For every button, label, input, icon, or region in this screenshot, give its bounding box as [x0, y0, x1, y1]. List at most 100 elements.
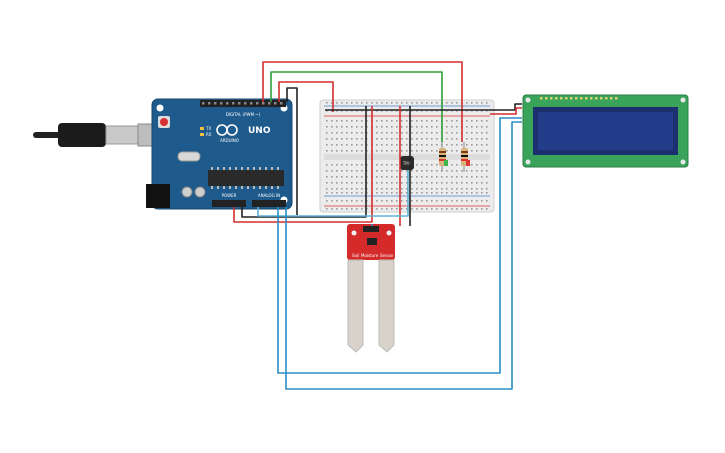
- wire-red-5v[interactable]: [233, 106, 373, 223]
- breadboard-hole: [436, 126, 438, 128]
- lcd-display-area: [538, 112, 673, 150]
- breadboard-hole: [381, 208, 383, 210]
- wires[interactable]: [233, 61, 522, 390]
- breadboard-hole: [426, 132, 428, 134]
- breadboard-hole: [341, 102, 343, 104]
- breadboard-hole: [456, 120, 458, 122]
- digital-header-label: DIGITAL (PWM ~): [226, 112, 261, 117]
- breadboard-hole: [426, 176, 428, 178]
- breadboard-hole: [356, 120, 358, 122]
- breadboard-hole: [331, 110, 333, 112]
- breadboard-hole: [456, 164, 458, 166]
- breadboard-hole: [466, 120, 468, 122]
- breadboard-hole: [356, 138, 358, 140]
- header-pin: [274, 102, 277, 105]
- lcd-pin: [605, 97, 608, 100]
- breadboard-hole: [326, 110, 328, 112]
- resistor-2[interactable]: [461, 142, 470, 172]
- breadboard-hole: [366, 102, 368, 104]
- lcd-pin: [560, 97, 563, 100]
- breadboard-hole: [351, 208, 353, 210]
- breadboard-hole: [421, 144, 423, 146]
- breadboard-hole: [461, 188, 463, 190]
- breadboard-hole: [471, 144, 473, 146]
- lcd-module[interactable]: GND VCC SDA SCL: [512, 94, 689, 168]
- breadboard-hole: [326, 144, 328, 146]
- breadboard-hole: [381, 200, 383, 202]
- breadboard-hole: [356, 192, 358, 194]
- breadboard-hole: [381, 138, 383, 140]
- digital-header[interactable]: [200, 100, 286, 107]
- breadboard-hole: [326, 126, 328, 128]
- breadboard-hole: [391, 182, 393, 184]
- wire-black-lcd-gnd[interactable]: [325, 103, 522, 111]
- usb-plug-tip: [105, 125, 139, 145]
- wire-red-short[interactable]: [278, 81, 334, 112]
- reset-button[interactable]: [160, 118, 168, 126]
- wire-blue-sda[interactable]: [277, 117, 522, 374]
- temperature-sensor[interactable]: TMP: [400, 156, 414, 170]
- breadboard-hole: [361, 102, 363, 104]
- breadboard-hole: [391, 208, 393, 210]
- wire-blue-scl[interactable]: [285, 121, 522, 390]
- breadboard-hole: [476, 200, 478, 202]
- breadboard-hole: [346, 170, 348, 172]
- breadboard-hole: [336, 150, 338, 152]
- breadboard-hole: [411, 110, 413, 112]
- usb-cable[interactable]: [33, 123, 153, 147]
- breadboard-hole: [436, 188, 438, 190]
- breadboard-hole: [331, 164, 333, 166]
- breadboard-hole: [436, 182, 438, 184]
- breadboard-hole: [416, 150, 418, 152]
- breadboard-hole: [376, 138, 378, 140]
- wire-black-gnd[interactable]: [286, 87, 298, 215]
- sensor-header[interactable]: [363, 226, 379, 232]
- wire-red-top[interactable]: [262, 61, 463, 142]
- wire-red-lcd-vcc[interactable]: [490, 107, 522, 115]
- breadboard-hole: [341, 192, 343, 194]
- resistor-1[interactable]: [439, 142, 448, 172]
- breadboard-hole: [431, 170, 433, 172]
- breadboard-hole: [386, 208, 388, 210]
- breadboard-hole: [446, 208, 448, 210]
- chip-leg: [271, 186, 273, 189]
- breadboard-hole: [431, 176, 433, 178]
- breadboard-hole: [331, 188, 333, 190]
- breadboard-hole: [401, 138, 403, 140]
- breadboard-hole: [421, 170, 423, 172]
- analog-header[interactable]: [252, 200, 286, 207]
- arduino-board[interactable]: DIGITAL (PWM ~) TX RX UNO ARDUINO POWER …: [146, 98, 293, 210]
- breadboard-hole: [456, 150, 458, 152]
- breadboard-hole: [406, 102, 408, 104]
- breadboard-hole: [481, 170, 483, 172]
- capacitor: [181, 186, 193, 198]
- breadboard-hole: [421, 192, 423, 194]
- breadboard-hole: [331, 132, 333, 134]
- breadboard-hole: [411, 170, 413, 172]
- breadboard-hole: [486, 188, 488, 190]
- breadboard-hole: [431, 110, 433, 112]
- breadboard-hole: [391, 102, 393, 104]
- led-red: [466, 160, 470, 166]
- chip-leg: [211, 186, 213, 189]
- breadboard-hole: [486, 110, 488, 112]
- breadboard-hole: [486, 126, 488, 128]
- soil-moisture-sensor[interactable]: Soil Moisture Sensor: [347, 224, 395, 353]
- power-header[interactable]: [212, 200, 246, 207]
- breadboard-hole: [441, 182, 443, 184]
- chip-leg: [229, 167, 231, 170]
- breadboard-hole: [351, 164, 353, 166]
- wire-green-top[interactable]: [270, 71, 443, 142]
- breadboard-hole: [331, 192, 333, 194]
- wire-black-power[interactable]: [241, 106, 367, 218]
- breadboard-hole: [406, 132, 408, 134]
- wire-cyan-analog[interactable]: [257, 170, 409, 217]
- breadboard-hole: [416, 126, 418, 128]
- breadboard-hole: [431, 132, 433, 134]
- breadboard-hole: [341, 208, 343, 210]
- breadboard-hole: [401, 176, 403, 178]
- breadboard-hole: [381, 110, 383, 112]
- breadboard-hole: [466, 126, 468, 128]
- breadboard-hole: [461, 176, 463, 178]
